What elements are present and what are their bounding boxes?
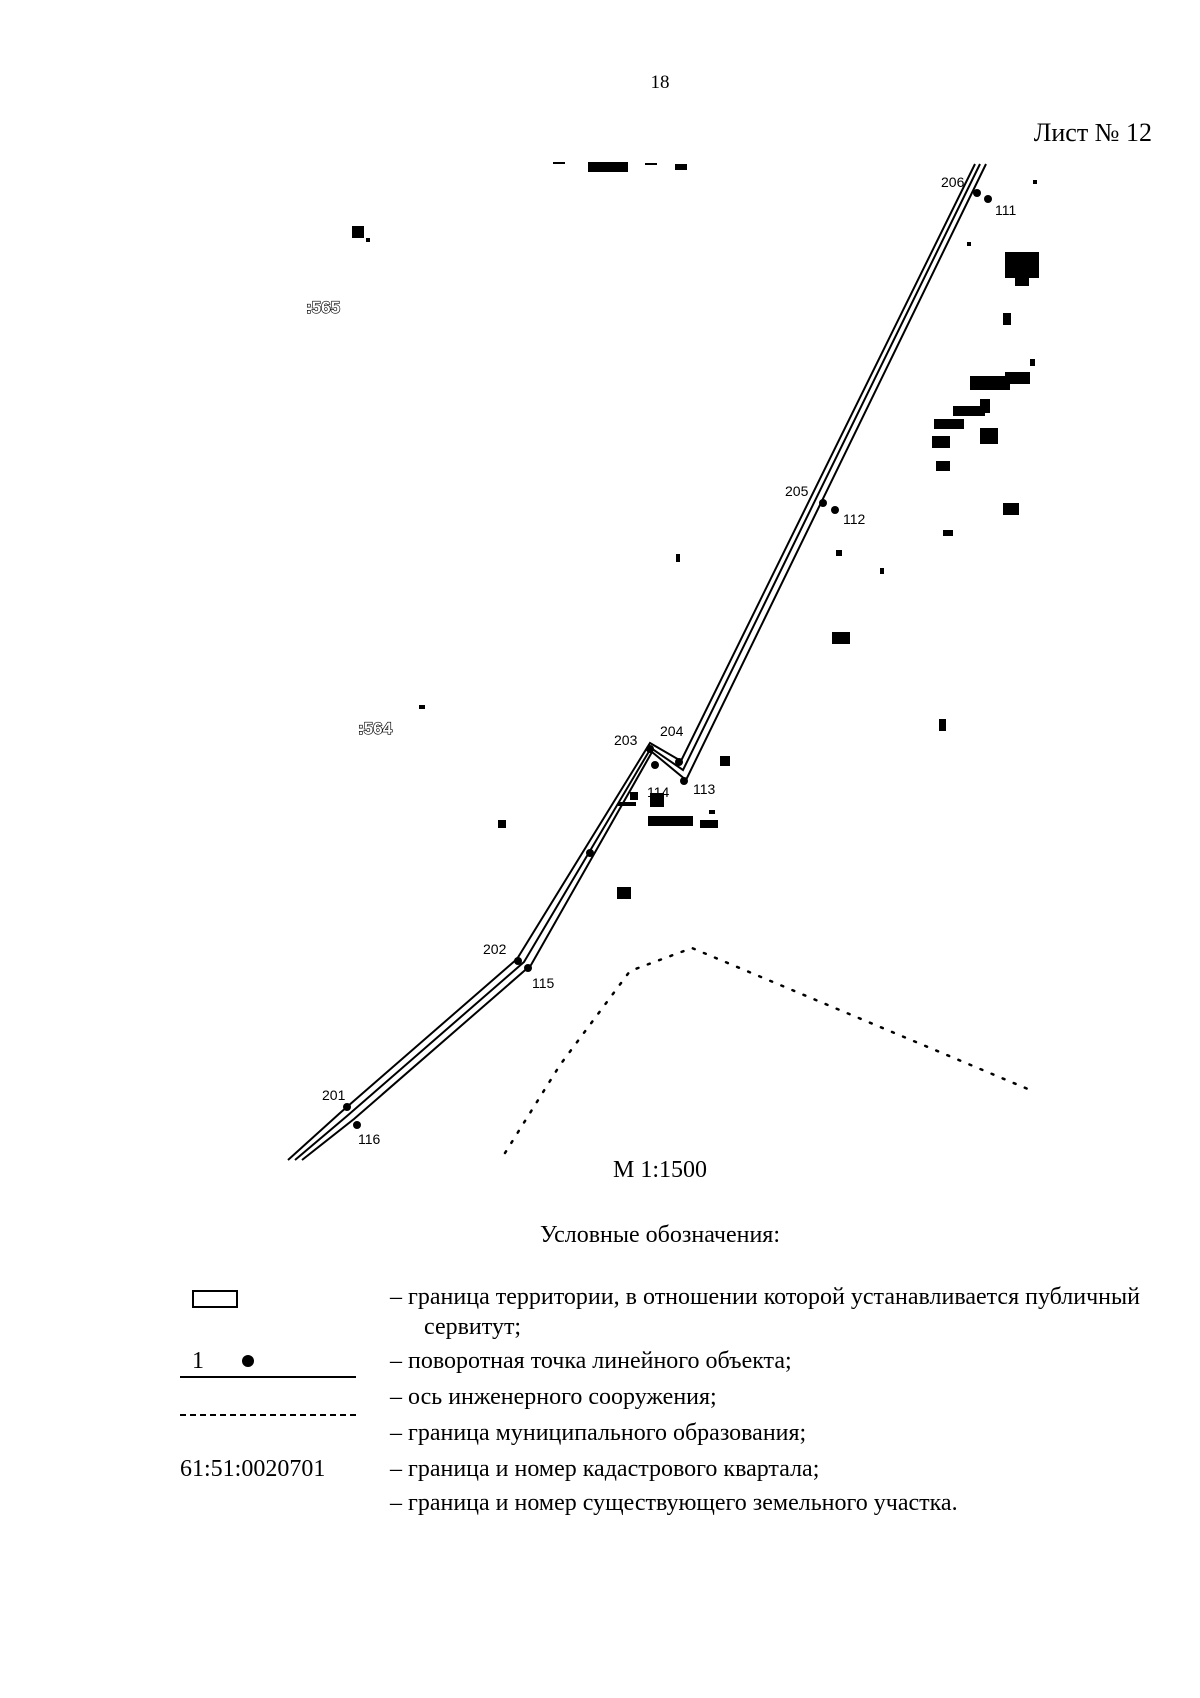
legend-symbol-cadastral: 61:51:0020701 — [180, 1454, 360, 1484]
legend-item-turning-point: 1 – поворотная точка линейного объекта; — [180, 1346, 1140, 1376]
legend-item-cadastral: 61:51:0020701 – граница и номер кадастро… — [180, 1454, 1140, 1484]
point-204 — [675, 758, 683, 766]
legend-text: – граница и номер кадастрового квартала; — [390, 1456, 820, 1482]
legend-symbol-point: 1 — [180, 1346, 360, 1376]
building-footprints — [352, 180, 1039, 899]
label-112: 112 — [843, 511, 866, 527]
point-206 — [973, 189, 981, 197]
label-116: 116 — [358, 1131, 381, 1147]
label-203: 203 — [614, 732, 638, 748]
point-113 — [680, 777, 688, 785]
legend-title: Условные обозначения: — [539, 1222, 781, 1248]
page-number: 18 — [650, 72, 670, 93]
label-206: 206 — [941, 174, 965, 190]
legend-text: – граница муниципального образования; — [390, 1420, 807, 1446]
legend-symbol-solid-line — [180, 1376, 360, 1412]
servitude-corridor — [287, 163, 987, 1161]
label-205: 205 — [785, 483, 809, 499]
point-111 — [984, 195, 992, 203]
point-203 — [646, 745, 654, 753]
legend-item-municipal: – граница муниципального образования; — [180, 1414, 1140, 1448]
legend-item-axis: – ось инженерного сооружения; — [180, 1376, 1140, 1412]
existing-parcel-boundary — [503, 946, 1037, 1155]
point-115 — [524, 964, 532, 972]
corridor-left-edge — [287, 163, 976, 1161]
point-114 — [651, 761, 659, 769]
legend-item-parcel: – граница и номер существующего земельно… — [180, 1488, 1140, 1518]
point-112 — [831, 506, 839, 514]
point-dot-icon — [242, 1355, 254, 1367]
parcel-label-564: :564 — [358, 719, 393, 738]
label-115: 115 — [532, 975, 555, 991]
label-201: 201 — [322, 1087, 346, 1103]
point-mid — [586, 849, 594, 857]
legend-symbol-rectangle — [180, 1282, 360, 1312]
municipal-boundary-fragment — [553, 162, 687, 172]
label-202: 202 — [483, 941, 507, 957]
legend-text: – поворотная точка линейного объекта; — [390, 1348, 792, 1374]
turning-points — [343, 189, 992, 1129]
engineering-axis — [294, 163, 981, 1161]
parcel-label-565: :565 — [306, 298, 340, 317]
legend-point-number: 1 — [192, 1348, 204, 1374]
label-111: 111 — [995, 202, 1016, 218]
sheet-label: Лист № 12 — [1033, 118, 1152, 147]
label-113: 113 — [693, 781, 716, 797]
legend-item-servitude: – граница территории, в отношении которо… — [180, 1282, 1140, 1342]
point-201 — [343, 1103, 351, 1111]
point-205 — [819, 499, 827, 507]
legend-text: – ось инженерного сооружения; — [390, 1384, 717, 1410]
point-116 — [353, 1121, 361, 1129]
legend-text: – граница территории, в отношении которо… — [390, 1284, 1140, 1340]
point-labels: 201 116 202 115 203 114 204 113 205 112 … — [322, 174, 1016, 1147]
corridor-right-edge — [301, 163, 987, 1161]
legend-text: – граница и номер существующего земельно… — [390, 1490, 958, 1516]
map-scale: М 1:1500 — [612, 1157, 707, 1183]
point-202 — [514, 957, 522, 965]
legend-symbol-dashed-line — [180, 1414, 360, 1448]
legend-cadastral-number: 61:51:0020701 — [180, 1456, 326, 1482]
label-204: 204 — [660, 723, 684, 739]
legend: – граница территории, в отношении которо… — [180, 1282, 1140, 1518]
map-canvas: 201 116 202 115 203 114 204 113 205 112 … — [287, 162, 1039, 1161]
